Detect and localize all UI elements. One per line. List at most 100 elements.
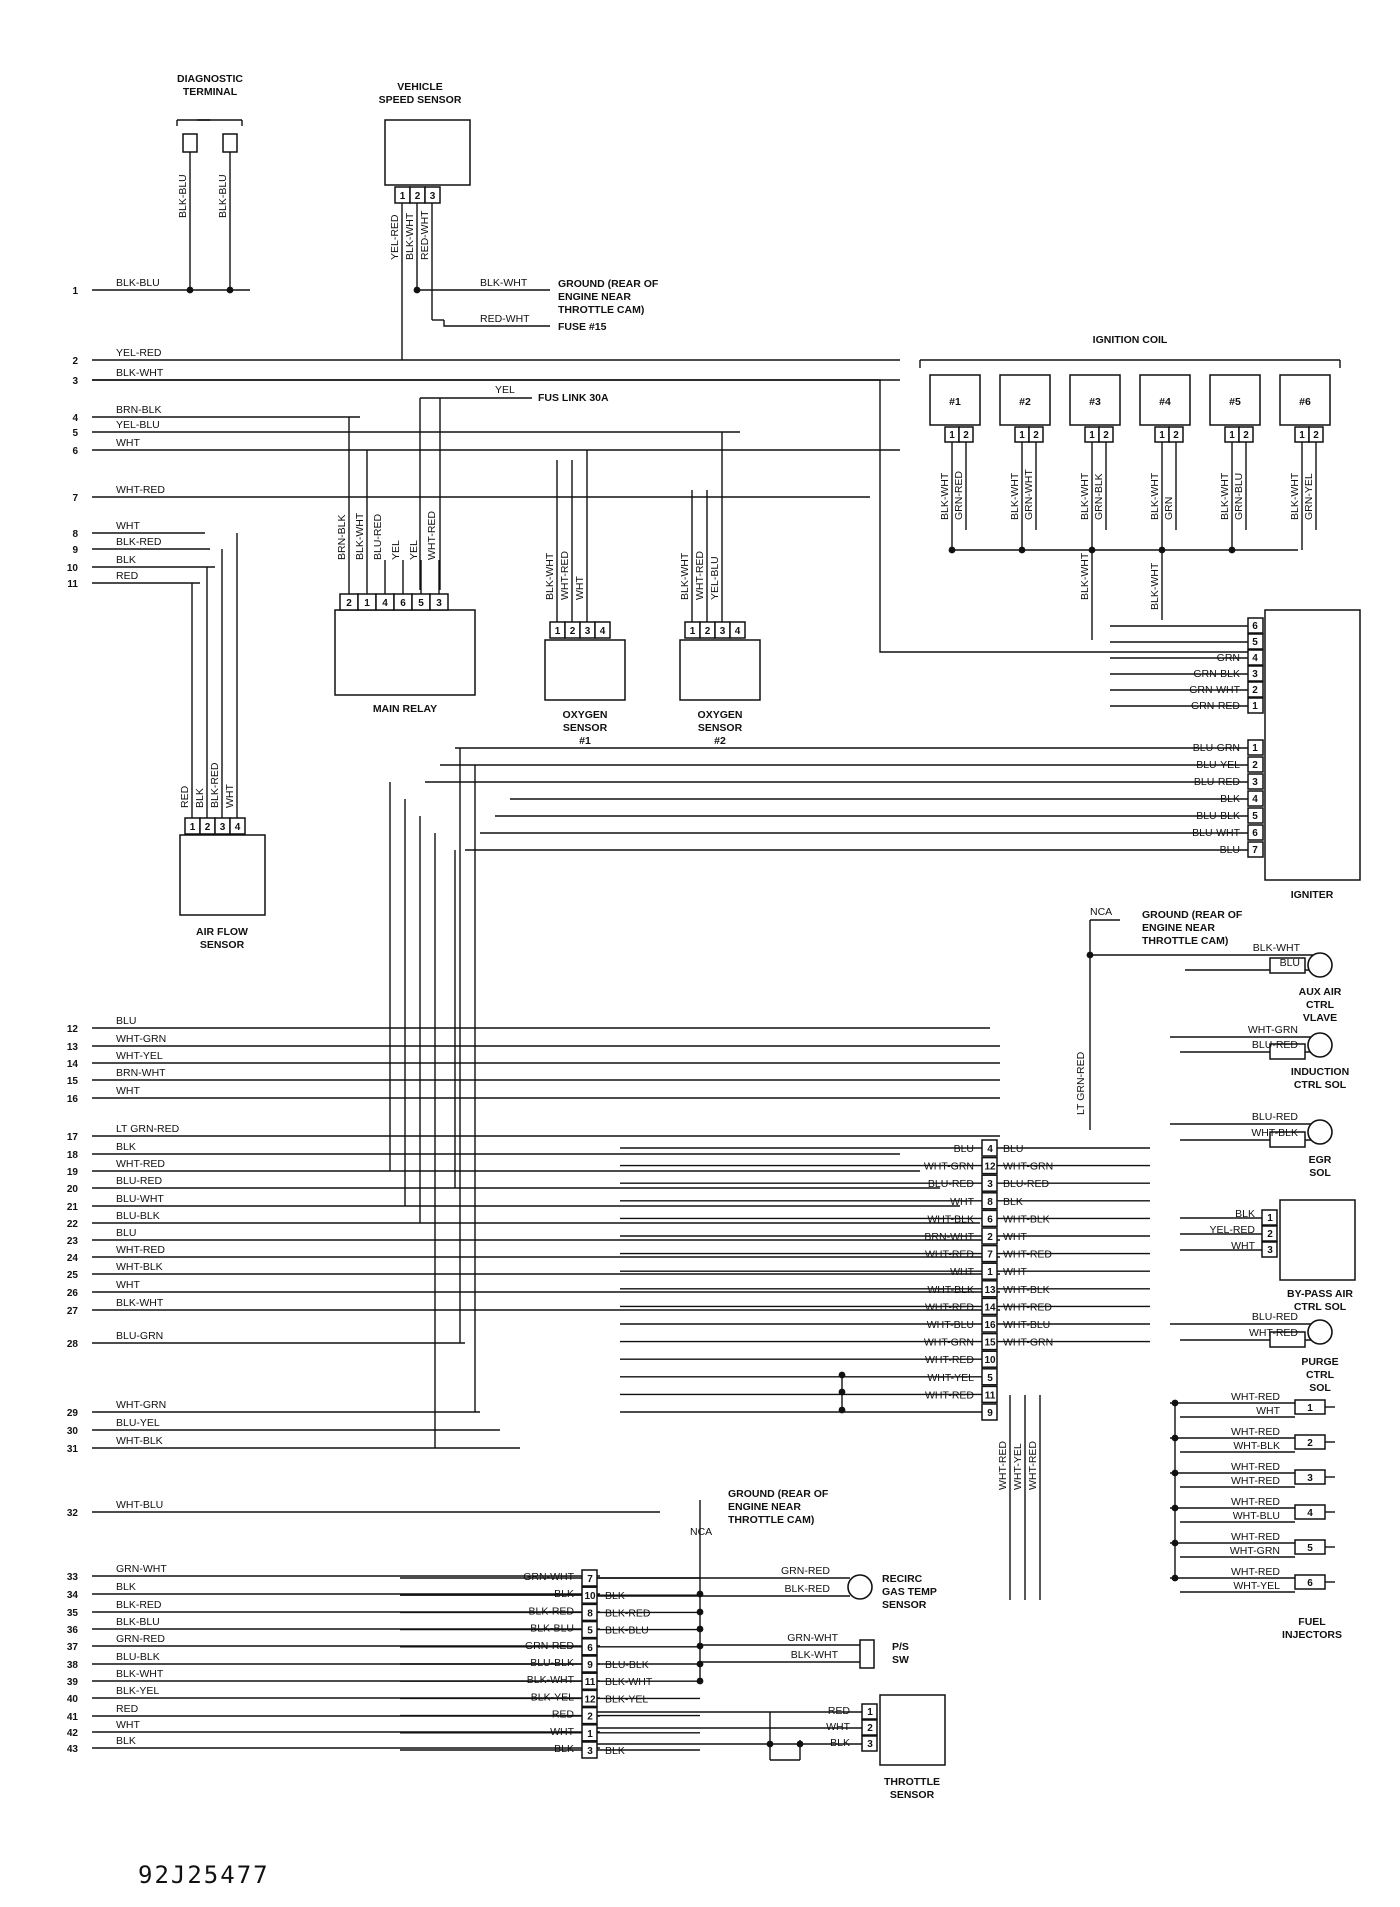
- wire-label: WHT: [950, 1196, 974, 1208]
- coil-pin: [958, 426, 974, 443]
- wire-label: WHT: [1003, 1266, 1027, 1278]
- wire-label: BLU-RED: [1252, 1311, 1299, 1323]
- wire-label: WHT-BLK: [1233, 1440, 1280, 1452]
- diag-terminal-pin: [222, 133, 238, 153]
- wire-label: 2: [1252, 760, 1258, 771]
- wire-label: WHT-RED: [925, 1301, 974, 1313]
- wire-label: GRN-WHT: [787, 1632, 838, 1644]
- coil-number: #3: [1089, 396, 1101, 408]
- wire: [443, 320, 550, 327]
- wire-label: BLK-WHT: [1149, 472, 1161, 520]
- ecu-wire-label: GRN-RED: [116, 1633, 165, 1645]
- nca-label: NCA: [690, 1526, 712, 1538]
- pin-number: 2: [1033, 430, 1039, 441]
- lower-pin: [581, 1706, 598, 1725]
- wire-label: 5: [1252, 811, 1258, 822]
- ecu-pin-number: 35: [67, 1608, 79, 1619]
- wire-label: RED: [179, 785, 191, 808]
- ecu-pin-number: 5: [72, 428, 78, 439]
- wire-label: BLK-WHT: [1253, 942, 1301, 954]
- coil-pin: [1098, 426, 1114, 443]
- igniter: [1264, 609, 1361, 881]
- wire-label: YEL: [495, 384, 515, 396]
- wire-label: BLK: [1003, 1196, 1023, 1208]
- wire-label: BLU-RED: [1252, 1111, 1299, 1123]
- igniter-pin: [1247, 697, 1264, 714]
- wire-label: 2: [1267, 1229, 1273, 1240]
- wire-label: WHT-RED: [1231, 1496, 1280, 1508]
- recirc-sensor: [847, 1574, 873, 1600]
- wire-label: BLK-WHT: [1079, 472, 1091, 520]
- wire-label: WHT-GRN: [1003, 1337, 1053, 1349]
- wire-label: YEL-RED: [1209, 1224, 1255, 1236]
- wire-label: WHT-BLU: [927, 1319, 974, 1331]
- egr-sol: [1307, 1119, 1333, 1145]
- ecu-wire-label: BLU-WHT: [116, 1193, 164, 1205]
- wire-label: 2: [1307, 1438, 1313, 1449]
- ecu-wire-label: WHT-GRN: [116, 1399, 166, 1411]
- ecu-wire-label: WHT-YEL: [116, 1050, 163, 1062]
- fuse-link-label: FUS LINK 30A: [538, 392, 609, 404]
- afs-pin: [229, 817, 246, 835]
- igniter-pin: [1247, 756, 1264, 773]
- ecu-pin-number: 21: [67, 1202, 79, 1213]
- wire-label: WHT-RED: [1231, 1461, 1280, 1473]
- ecu-wire-label: BLK-BLU: [116, 277, 160, 289]
- ecu-pin-number: 2: [72, 356, 78, 367]
- wire-label: 6: [1307, 1578, 1313, 1589]
- relay-pin: [429, 593, 449, 611]
- wire-label: WHT-GRN: [1003, 1161, 1053, 1173]
- ecu-wire-label: YEL-RED: [116, 347, 162, 359]
- ecu-pin-number: 40: [67, 1694, 79, 1705]
- pin-number: 1: [1229, 430, 1235, 441]
- lower-pin: [581, 1689, 598, 1708]
- ecu-pin-number: 11: [67, 579, 78, 590]
- pin-number: 1: [1019, 430, 1025, 441]
- ecu-pin-number: 18: [67, 1150, 79, 1161]
- wire-label: 4: [1252, 653, 1258, 664]
- wire-label: BLK: [554, 1743, 574, 1755]
- wire-label: 11: [985, 1390, 996, 1401]
- ecu-wire-label: BLK-WHT: [116, 1668, 164, 1680]
- wire-label: BLU-RED: [1003, 1178, 1050, 1190]
- fuel-injector-1: [1294, 1399, 1326, 1415]
- ecu-wire-label: WHT: [116, 437, 140, 449]
- wire-label: WHT-YEL: [927, 1372, 974, 1384]
- ecu-pin-number: 16: [67, 1094, 79, 1105]
- wire-label: WHT-RED: [1003, 1301, 1052, 1313]
- wire-label: BLK: [1235, 1208, 1255, 1220]
- ecu-pin-number: 20: [67, 1184, 79, 1195]
- wire-label: WHT-GRN: [1248, 1024, 1298, 1036]
- wire-label: WHT-BLU: [1003, 1319, 1050, 1331]
- igniter-title: IGNITER: [1291, 889, 1334, 901]
- wire-label: 9: [587, 1660, 593, 1671]
- wire-label: WHT-BLK: [1003, 1213, 1050, 1225]
- splice-dot: [838, 1371, 846, 1379]
- central-pin: [981, 1297, 998, 1316]
- igniter-pin: [1247, 617, 1264, 634]
- lower-pin: [581, 1638, 598, 1656]
- wire-label: BLU-RED: [1252, 1039, 1299, 1051]
- ecu-pin-number: 22: [67, 1219, 79, 1230]
- wire-label: WHT-BLK: [1003, 1284, 1050, 1296]
- wire-label: BLK-WHT: [1149, 562, 1161, 610]
- igniter-pin: [1247, 824, 1264, 841]
- oxygen-sensor-2: [679, 639, 761, 701]
- relay-title: MAIN RELAY: [373, 703, 437, 715]
- wire-label: WHT-RED: [1003, 1249, 1052, 1261]
- box: [861, 1719, 878, 1736]
- wire-label: BLK: [830, 1737, 850, 1749]
- igniter-pin: [1247, 773, 1264, 790]
- wire-label: WHT-RED: [925, 1249, 974, 1261]
- wire-label: BLK-YEL: [605, 1693, 648, 1705]
- central-pin: [981, 1139, 998, 1157]
- pin-number: 1: [555, 626, 561, 637]
- pin-number: 1: [690, 626, 696, 637]
- ecu-pin-number: 6: [72, 446, 78, 457]
- splice-dot: [1018, 546, 1026, 554]
- central-pin: [981, 1209, 998, 1228]
